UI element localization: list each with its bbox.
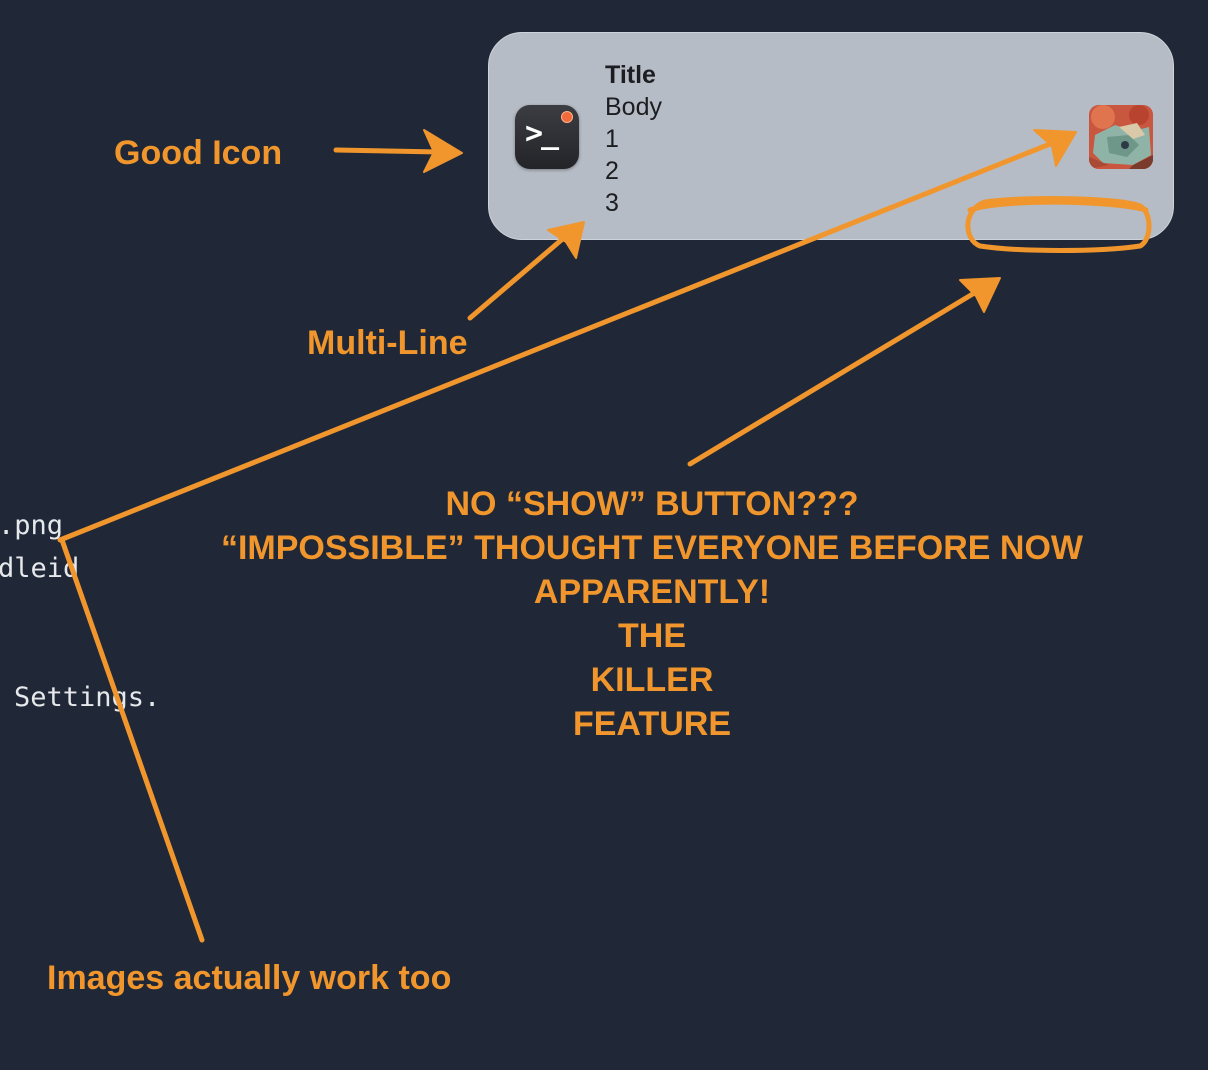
annotation-line: “IMPOSSIBLE” THOUGHT EVERYONE BEFORE NOW xyxy=(220,529,1084,567)
notification-title: Title xyxy=(605,61,656,89)
attachment-image-thumbnail[interactable] xyxy=(1089,105,1153,169)
notification-banner[interactable]: >_ Title Body 1 2 3 xyxy=(488,32,1174,240)
annotation-line: NO “SHOW” BUTTON??? xyxy=(445,485,859,523)
annotation-images-work: Images actually work too xyxy=(47,959,452,997)
arrow-no-show xyxy=(687,289,979,467)
arrowhead-no-show xyxy=(959,277,1001,313)
notification-body-line: 3 xyxy=(605,189,619,217)
notification-content: Title Body 1 2 3 xyxy=(605,59,662,219)
arrowhead-good-icon xyxy=(423,129,463,173)
annotation-good-icon: Good Icon xyxy=(114,134,283,172)
arrow-good-icon xyxy=(333,147,443,155)
notification-body-line: 2 xyxy=(605,157,619,185)
annotation-multi-line: Multi-Line xyxy=(307,324,468,362)
annotation-line: FEATURE xyxy=(572,705,732,743)
terminal-line-bundleid: dleid xyxy=(0,553,80,584)
annotation-no-show-button: NO “SHOW” BUTTON??? “IMPOSSIBLE” THOUGHT… xyxy=(130,482,1174,746)
arrow-multi-line xyxy=(467,233,569,321)
annotation-line: KILLER xyxy=(590,661,714,699)
notification-dot-icon xyxy=(561,111,573,123)
terminal-icon: >_ xyxy=(515,105,579,169)
annotation-line: APPARENTLY! xyxy=(533,573,771,611)
annotation-line: THE xyxy=(618,617,686,655)
terminal-line-png: .png xyxy=(0,510,64,541)
notification-body-line: Body xyxy=(605,93,662,121)
notification-body-line: 1 xyxy=(605,125,619,153)
